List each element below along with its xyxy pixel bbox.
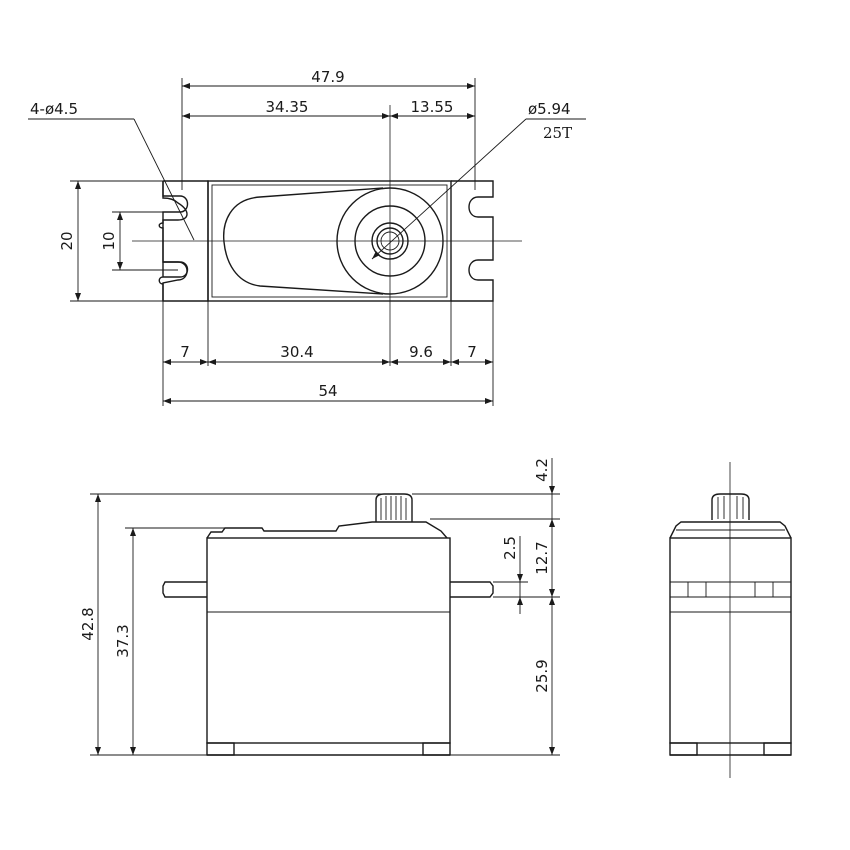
arrow xyxy=(451,359,459,365)
arrow xyxy=(117,212,123,220)
hole-leader xyxy=(133,118,195,241)
arrow xyxy=(117,262,123,270)
arrow xyxy=(549,486,555,494)
side-foot-left xyxy=(669,742,698,756)
arrow xyxy=(549,597,555,605)
dim-label-body-height: 37.3 xyxy=(114,624,132,657)
shaft-leader xyxy=(371,118,527,260)
dim-label-shaft-to-body: 9.6 xyxy=(409,343,433,361)
front-spline xyxy=(375,493,413,522)
dim-label-shaft-to-right: 13.55 xyxy=(411,98,454,116)
arrow xyxy=(390,359,398,365)
side-foot-right xyxy=(763,742,792,756)
arrow xyxy=(130,747,136,755)
dim-label-overall-width: 47.9 xyxy=(311,68,344,86)
side-view xyxy=(669,462,792,778)
hole-callout-label: 4-ø4.5 xyxy=(30,100,78,118)
front-case-body xyxy=(206,537,451,744)
arrow xyxy=(372,251,380,259)
dim-label-height: 20 xyxy=(58,231,76,250)
front-flange-right xyxy=(450,581,494,598)
dim-label-body-to-shaft: 30.4 xyxy=(280,343,313,361)
arrow xyxy=(95,494,101,502)
arrow xyxy=(443,359,451,365)
arrow xyxy=(517,597,523,605)
side-spline xyxy=(711,493,750,520)
arrow xyxy=(382,359,390,365)
arrow xyxy=(517,574,523,582)
arrow xyxy=(382,113,390,119)
dim-label-hole-spacing: 10 xyxy=(100,231,118,250)
front-foot-left xyxy=(206,742,235,756)
arrow xyxy=(467,113,475,119)
arrow xyxy=(182,113,190,119)
arrow xyxy=(467,83,475,89)
dim-label-total-height: 42.8 xyxy=(79,607,97,640)
dim-label-total-length: 54 xyxy=(318,382,337,400)
arrow xyxy=(549,747,555,755)
spline-teeth-label: 25T xyxy=(543,124,572,142)
arrow xyxy=(75,181,81,189)
arrow xyxy=(208,359,216,365)
side-case-body xyxy=(669,537,792,744)
dim-label-left-to-shaft: 34.35 xyxy=(266,98,309,116)
arrow xyxy=(163,398,171,404)
front-flange-left xyxy=(162,581,207,598)
dim-label-ear-right: 7 xyxy=(467,343,477,361)
side-top-cover xyxy=(669,521,792,539)
front-top-cover xyxy=(206,521,448,539)
arrow xyxy=(485,359,493,365)
arrow xyxy=(75,293,81,301)
arrow xyxy=(182,83,190,89)
arrow xyxy=(200,359,208,365)
top-view: 47.9 34.35 13.55 4-ø4.5 ø5.94 25T 20 10 … xyxy=(28,68,586,406)
arrow xyxy=(130,528,136,536)
arrow xyxy=(390,113,398,119)
servo-horn xyxy=(223,187,384,295)
front-view: 42.8 37.3 4.2 12.7 2.5 25.9 xyxy=(79,458,560,756)
top-ear-left-outline xyxy=(162,181,188,301)
shaft-diameter-label: ø5.94 xyxy=(528,100,571,118)
dim-label-ear-left: 7 xyxy=(180,343,190,361)
dim-label-flange-thickness: 2.5 xyxy=(501,536,519,560)
dim-label-mount-to-bottom: 25.9 xyxy=(533,659,551,692)
dim-label-top-to-mount: 12.7 xyxy=(533,541,551,574)
arrow xyxy=(95,747,101,755)
arrow xyxy=(163,359,171,365)
front-foot-right xyxy=(422,742,451,756)
arrow xyxy=(549,589,555,597)
arrow xyxy=(485,398,493,404)
top-ear-right-outline xyxy=(451,180,494,302)
dim-label-spline-height: 4.2 xyxy=(533,458,551,482)
